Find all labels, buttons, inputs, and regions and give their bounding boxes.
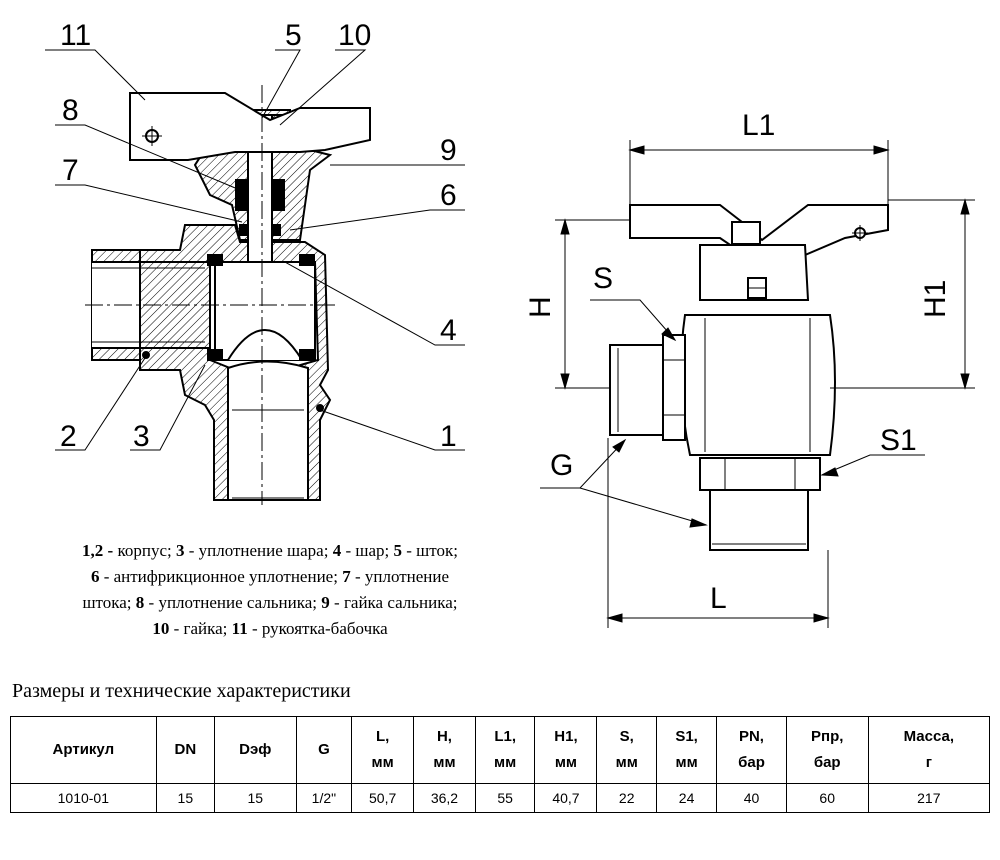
legend-line-4: 10 - гайка; 11 - рукоятка-бабочка bbox=[152, 619, 388, 638]
callout-1: 1 bbox=[440, 420, 457, 453]
table-header-cell: S,мм bbox=[596, 716, 657, 784]
table-cell: 55 bbox=[474, 783, 536, 813]
callout-11: 11 bbox=[60, 19, 91, 52]
callout-leaders bbox=[45, 49, 465, 451]
table-header-cell: S1,мм bbox=[655, 716, 718, 784]
callout-10: 10 bbox=[338, 19, 371, 52]
dim-S1-label: S1 bbox=[880, 424, 917, 457]
dim-H1-label: H1 bbox=[919, 280, 952, 318]
table-cell: 40 bbox=[716, 783, 787, 813]
callout-9: 9 bbox=[440, 134, 457, 167]
callout-4: 4 bbox=[440, 314, 457, 347]
dim-L-label: L bbox=[710, 582, 727, 615]
table-header-cell: Масса,г bbox=[867, 716, 991, 784]
table-cell: 1010-01 bbox=[10, 783, 157, 813]
callout-6: 6 bbox=[440, 179, 457, 212]
table-cell: 50,7 bbox=[351, 783, 415, 813]
table-header-cell: L1,мм bbox=[474, 716, 536, 784]
table-header-cell: H,мм bbox=[413, 716, 476, 784]
legend-line-1: 1,2 - корпус; 3 - уплотнение шара; 4 - ш… bbox=[82, 541, 458, 560]
callout-numbers: 11 5 10 8 7 9 6 4 2 3 1 bbox=[60, 19, 457, 453]
dim-G-label: G bbox=[550, 449, 573, 482]
table-header-cell: DN bbox=[155, 716, 216, 784]
dimension-lines bbox=[540, 140, 975, 628]
table-cell: 217 bbox=[867, 783, 991, 813]
section-title: Размеры и технические характеристики bbox=[12, 680, 351, 702]
parts-legend: 1,2 - корпус; 3 - уплотнение шара; 4 - ш… bbox=[10, 538, 530, 642]
legend-line-2: 6 - антифрикционное уплотнение; 7 - упло… bbox=[90, 567, 450, 586]
table-cell: 1/2" bbox=[295, 783, 353, 813]
dim-S-label: S bbox=[593, 262, 613, 295]
table-header-cell: L,мм bbox=[351, 716, 415, 784]
callout-7: 7 bbox=[62, 154, 79, 187]
callout-8: 8 bbox=[62, 94, 79, 127]
external-view bbox=[609, 204, 889, 551]
table-header-cell: Артикул bbox=[10, 716, 157, 784]
dim-H-label: H bbox=[524, 296, 557, 318]
legend-line-3: штока; 8 - уплотнение сальника; 9 - гайк… bbox=[82, 593, 458, 612]
callout-3: 3 bbox=[133, 420, 150, 453]
table-header-cell: H1,мм bbox=[534, 716, 598, 784]
table-cell: 40,7 bbox=[534, 783, 598, 813]
dimension-labels: L1 H H1 S S1 G L bbox=[524, 109, 952, 615]
table-cell: 36,2 bbox=[413, 783, 476, 813]
table-header-cell: Pпр,бар bbox=[785, 716, 869, 784]
table-header-cell: Dэф bbox=[214, 716, 297, 784]
table-header-cell: PN,бар bbox=[716, 716, 787, 784]
callout-5: 5 bbox=[285, 19, 302, 52]
callout-2: 2 bbox=[60, 420, 77, 453]
table-cell: 60 bbox=[785, 783, 869, 813]
dim-L1-label: L1 bbox=[742, 109, 775, 142]
table-cell: 15 bbox=[214, 783, 297, 813]
table-cell: 22 bbox=[596, 783, 657, 813]
table-cell: 24 bbox=[655, 783, 718, 813]
table-cell: 15 bbox=[155, 783, 216, 813]
technical-drawing: 11 5 10 8 7 9 6 4 2 3 1 bbox=[45, 19, 975, 628]
section-view bbox=[85, 85, 371, 505]
table-header-cell: G bbox=[295, 716, 353, 784]
